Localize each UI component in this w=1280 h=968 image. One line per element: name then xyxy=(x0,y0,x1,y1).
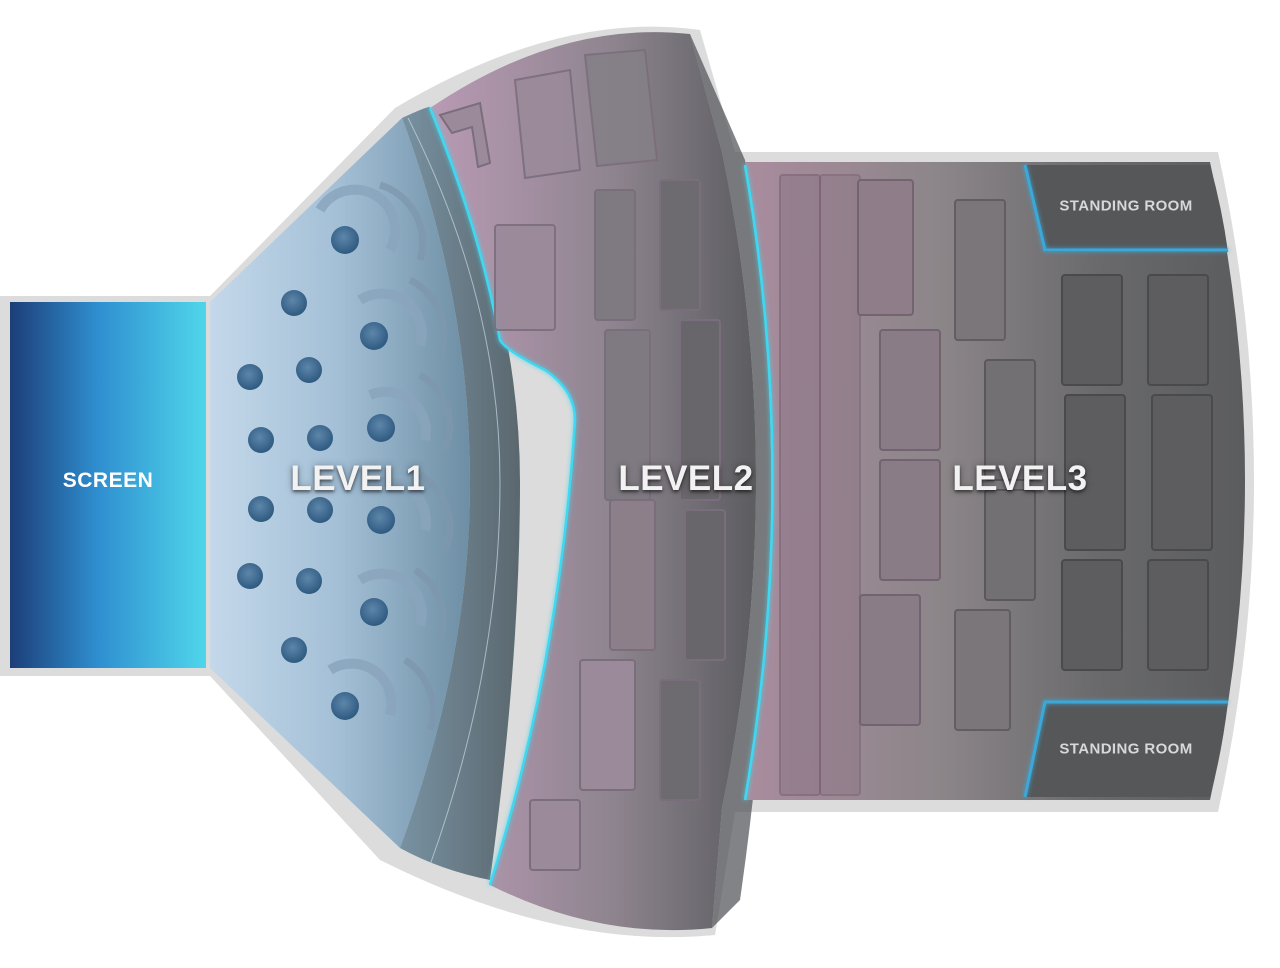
standing-room-top-area[interactable] xyxy=(1025,165,1228,252)
standing-room-bottom-area[interactable] xyxy=(1025,702,1228,797)
screen-area[interactable] xyxy=(10,302,206,668)
level3-label[interactable]: LEVEL3 xyxy=(952,459,1088,498)
standing-room-bottom-label[interactable]: STANDING ROOM xyxy=(1059,740,1193,758)
level2-seats xyxy=(438,48,726,871)
level3-seats xyxy=(779,174,1213,796)
level1-aisle xyxy=(400,107,520,881)
level1-label[interactable]: LEVEL1 xyxy=(290,459,426,498)
standing-room-top-label[interactable]: STANDING ROOM xyxy=(1059,197,1193,215)
level1-seats xyxy=(237,181,454,732)
screen-label: SCREEN xyxy=(62,469,154,492)
level2-label[interactable]: LEVEL2 xyxy=(618,459,754,498)
